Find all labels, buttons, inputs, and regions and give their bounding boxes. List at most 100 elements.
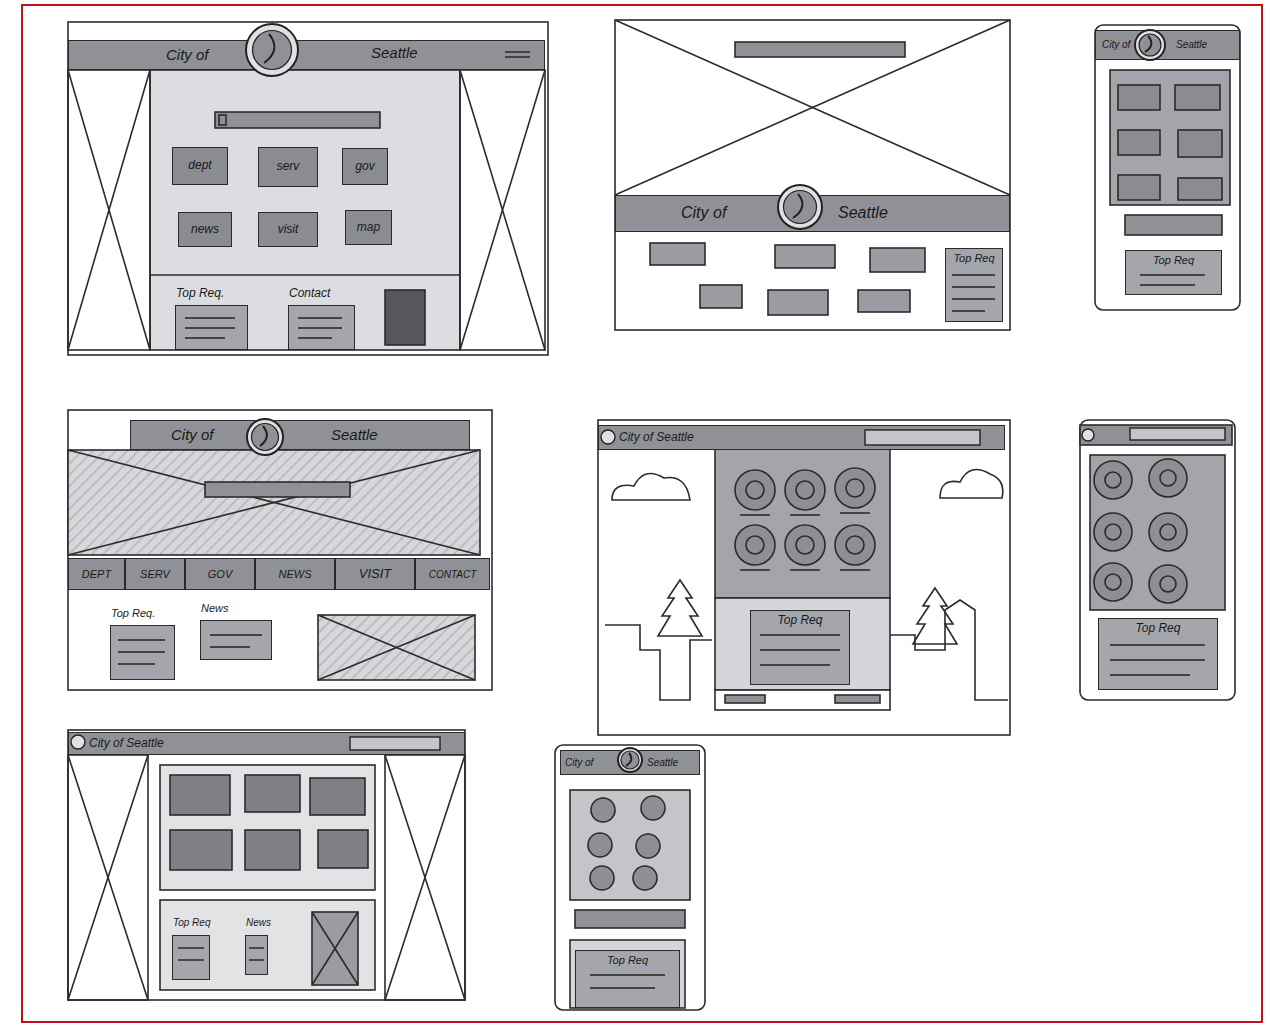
city-logo: [621, 751, 639, 769]
content-panel: [160, 765, 375, 890]
text-line: [118, 639, 165, 640]
icon-button: [1094, 461, 1132, 499]
header-text: Seattle: [331, 427, 378, 444]
header-bar: City ofSeattle: [68, 40, 545, 70]
nav-button: visit: [258, 212, 318, 247]
icon-glyph: [846, 479, 864, 497]
placeholder-cross: [385, 755, 465, 1000]
image-placeholder: [68, 755, 148, 1000]
image-placeholder: [385, 755, 465, 1000]
text-line: [298, 317, 342, 318]
text-line: [185, 337, 225, 338]
icon-glyph: [746, 481, 764, 499]
section-divider: [150, 274, 460, 276]
text-line: [210, 634, 262, 635]
icon-caption-line: [740, 569, 770, 571]
box-label: VISIT: [359, 567, 392, 581]
icon-glyph: [1160, 470, 1176, 486]
box-label: CONTACT: [429, 569, 477, 580]
text-line: [1110, 644, 1205, 645]
text-line: [298, 337, 332, 338]
text-line: [760, 664, 830, 665]
nav-button: [775, 245, 835, 268]
search-bar: [735, 42, 905, 57]
header-text: City of: [565, 757, 593, 768]
box-label: Top Req: [576, 954, 679, 966]
sheet-border: [22, 5, 1262, 1022]
header-text: City of: [166, 47, 209, 64]
header-text: City of: [171, 427, 214, 444]
box-label: Contact: [289, 287, 330, 300]
search-bar: [1130, 428, 1225, 440]
icon-button: [641, 796, 665, 820]
placeholder-cross: [68, 70, 150, 350]
header-bar: City of Seattle: [68, 732, 465, 755]
city-logo: [1145, 36, 1151, 52]
text-line: [590, 974, 665, 975]
text-line: [298, 327, 342, 328]
placeholder-cross: [68, 755, 148, 1000]
box-label: Top Req: [946, 252, 1002, 264]
content-box: Top Req: [172, 935, 210, 980]
icon-glyph: [1105, 524, 1121, 540]
tree-drawing: [913, 588, 957, 644]
header-text: City of: [1102, 39, 1130, 50]
nav-button: news: [178, 212, 232, 247]
content-box: Top Req.: [175, 305, 248, 350]
nav-button: [1178, 178, 1222, 200]
tile-button: [318, 830, 368, 868]
content-panel: [570, 940, 685, 1008]
icon-button: [1149, 513, 1187, 551]
text-line: [249, 959, 264, 960]
tile-button: [170, 775, 230, 815]
placeholder-cross: [615, 20, 1010, 195]
icon-button: [785, 525, 825, 565]
city-logo: [260, 426, 267, 446]
icon-glyph: [846, 536, 864, 554]
city-logo: [1139, 34, 1161, 56]
nav-button: map: [345, 210, 392, 245]
city-logo: [1082, 429, 1094, 441]
city-logo: [264, 34, 274, 63]
phone-frame: [1080, 420, 1235, 700]
search-bar: [575, 910, 685, 928]
city-logo: [618, 748, 642, 772]
nav-button: [870, 248, 925, 272]
content-box: Top Req: [575, 950, 680, 1008]
nav-button: [1118, 130, 1160, 155]
city-logo: [778, 185, 822, 229]
hero-image: [68, 450, 480, 555]
wireframe-frame: [598, 420, 1010, 735]
placeholder-cross: [312, 912, 358, 985]
icon-caption-line: [790, 569, 820, 571]
content-box: News: [200, 620, 272, 660]
placeholder-cross: [615, 20, 1010, 195]
wireframe-frame: [68, 22, 548, 355]
box-label: news: [191, 223, 219, 236]
header-bar: City of Seattle: [598, 425, 1005, 450]
placeholder-cross: [318, 615, 475, 680]
city-logo: [247, 419, 283, 455]
content-panel: [160, 900, 375, 990]
icon-caption-line: [840, 569, 870, 571]
icon-button: [636, 834, 660, 858]
box-label: Top Req: [751, 614, 849, 627]
icon-button: [588, 833, 612, 857]
header-text: Seattle: [1176, 39, 1207, 50]
icon-button: [835, 525, 875, 565]
content-panel: [150, 70, 460, 350]
header-bar: City of Seattle: [1095, 30, 1240, 60]
phone-frame: [1095, 25, 1240, 310]
placeholder-cross: [460, 70, 545, 350]
icon-button: [633, 866, 657, 890]
placeholder-cross: [312, 912, 358, 985]
placeholder-cross: [68, 70, 150, 350]
content-panel: [1110, 70, 1230, 205]
header-text: City of Seattle: [619, 431, 694, 444]
icon-glyph: [796, 536, 814, 554]
city-logo: [784, 191, 817, 224]
icon-glyph: [1105, 472, 1121, 488]
image-placeholder: [318, 615, 475, 680]
text-line: [210, 646, 250, 647]
